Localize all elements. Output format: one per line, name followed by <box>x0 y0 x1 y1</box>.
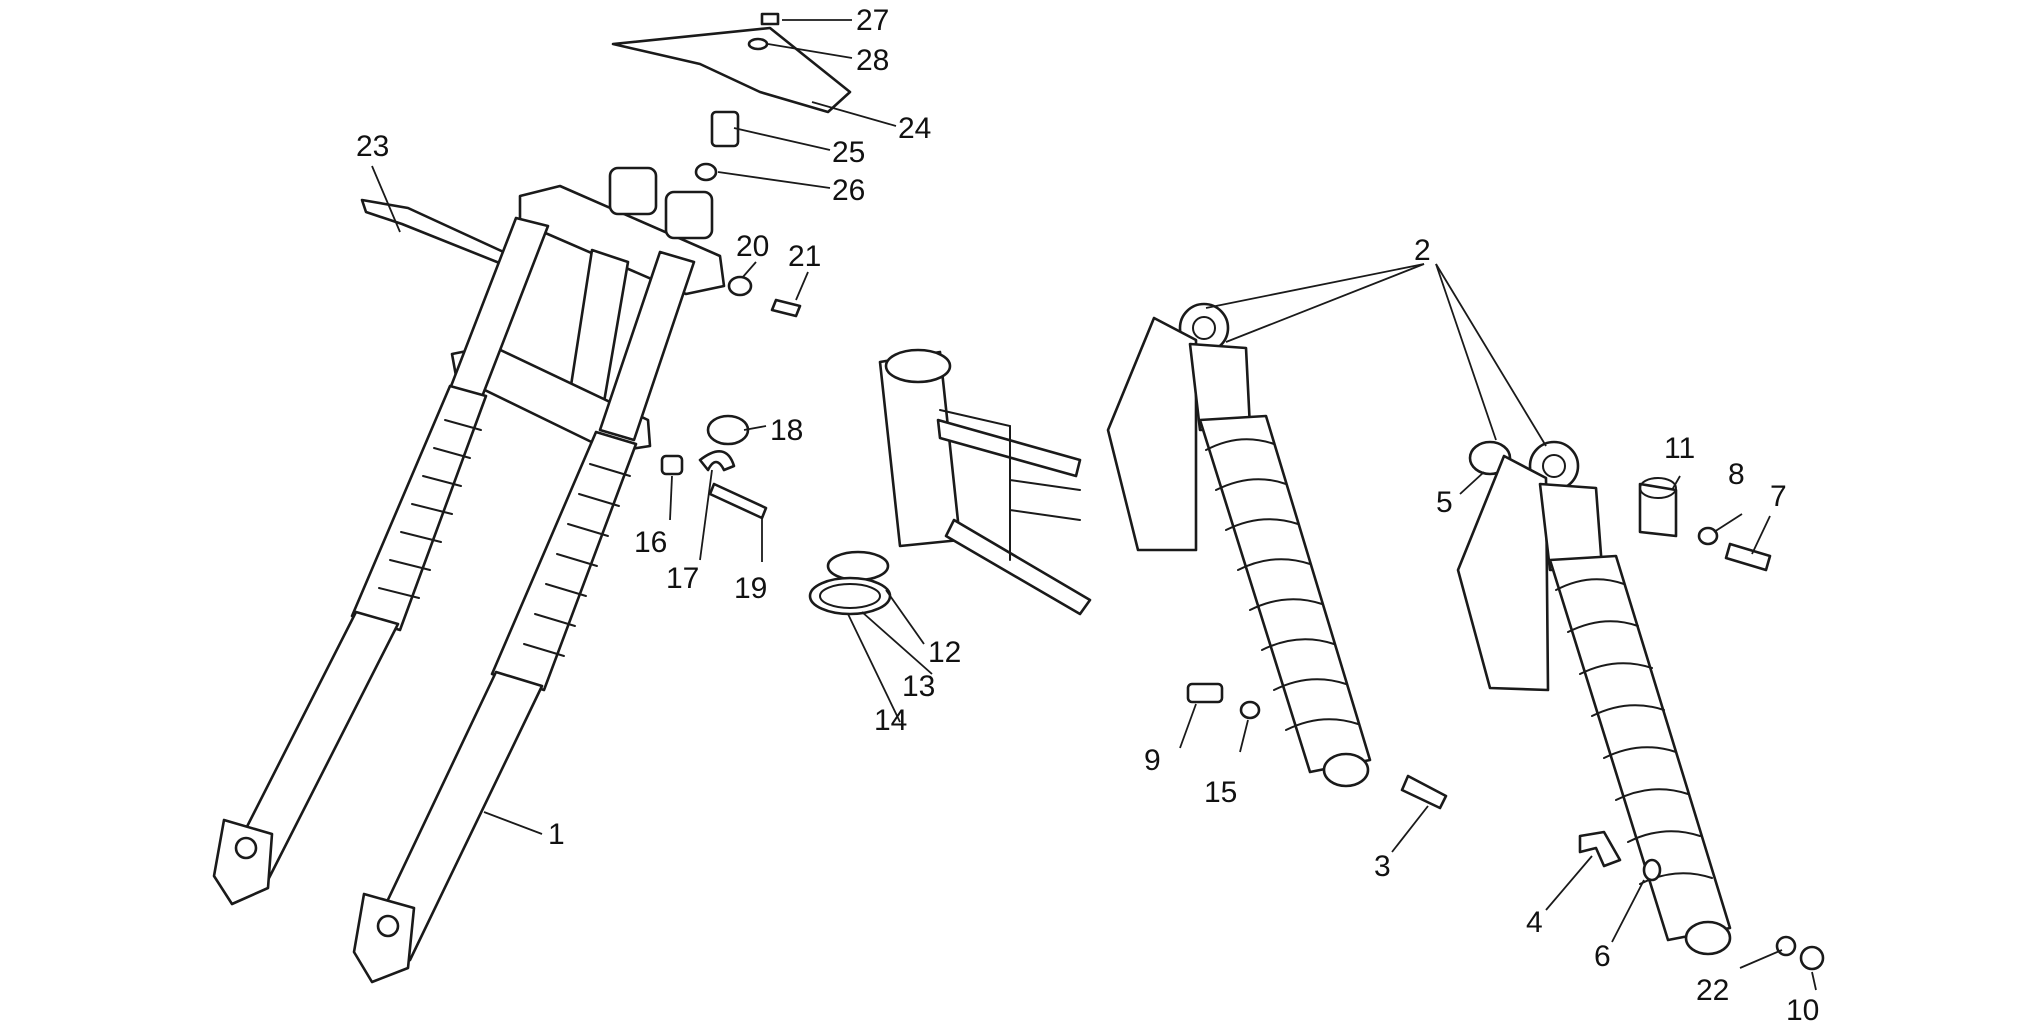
plate-bolt <box>760 12 780 26</box>
fork-leg-right <box>598 250 696 442</box>
callout-12: 12 <box>928 636 961 669</box>
callout-9: 9 <box>1144 744 1161 777</box>
callout-17: 17 <box>666 562 699 595</box>
callout-14: 14 <box>874 704 907 737</box>
plate-washer <box>747 37 769 51</box>
headstock-bearing <box>826 550 890 582</box>
callout-26: 26 <box>832 174 865 207</box>
callout-13: 13 <box>902 670 935 703</box>
callout-16: 16 <box>634 526 667 559</box>
callout-labels: 1 2 3 4 5 6 7 8 9 10 11 12 13 14 15 16 1… <box>356 4 1819 1026</box>
spring-coils-left <box>1205 438 1359 731</box>
shock-lower-stud <box>1578 830 1622 868</box>
shock-top-bolt <box>1724 542 1772 572</box>
fork-gaiter-left <box>350 384 488 632</box>
callout-22: 22 <box>1696 974 1729 1007</box>
callout-7: 7 <box>1770 480 1787 513</box>
fork-gaiter-right <box>490 430 638 692</box>
plate-nut <box>694 162 718 182</box>
rear-shock-left <box>1106 302 1448 810</box>
frame-gusset <box>939 409 1081 561</box>
callout-27: 27 <box>856 4 889 37</box>
leader-lines <box>371 19 1817 991</box>
steering-stop-bushing <box>660 454 684 476</box>
shock-lower-bolt <box>1400 774 1448 810</box>
callout-2: 2 <box>1414 234 1431 267</box>
callout-1: 1 <box>548 818 565 851</box>
handlebar-clamp-left <box>608 166 658 216</box>
fork-dropout-left <box>212 818 274 906</box>
fork-bracket <box>360 198 510 266</box>
shock-lower-washer <box>1642 858 1662 882</box>
callout-15: 15 <box>1204 776 1237 809</box>
callout-3: 3 <box>1374 850 1391 883</box>
spring-coils-right <box>1555 578 1713 885</box>
rear-shock-right <box>1456 440 1825 971</box>
shock-mount-washer <box>1239 700 1261 720</box>
pinch-nut <box>727 275 753 297</box>
shock-bottom-eye <box>1322 752 1370 788</box>
callout-21: 21 <box>788 240 821 273</box>
steering-stop-clip <box>698 450 736 472</box>
handlebar-clamp-right <box>664 190 714 240</box>
callout-28: 28 <box>856 44 889 77</box>
callout-10: 10 <box>1786 994 1819 1026</box>
front-fork-assembly <box>212 12 852 984</box>
callout-19: 19 <box>734 572 767 605</box>
gaiter-ribs-left <box>378 419 482 599</box>
steering-head-assembly <box>808 348 1092 616</box>
callout-20: 20 <box>736 230 769 263</box>
number-plate <box>611 26 852 114</box>
shock-top-washer <box>1697 526 1719 546</box>
shock-bushing <box>1638 482 1678 538</box>
gaiter-ribs-right <box>523 463 631 657</box>
callout-8: 8 <box>1728 458 1745 491</box>
callout-11: 11 <box>1664 432 1695 465</box>
callout-25: 25 <box>832 136 865 169</box>
shock-lower-washer-2 <box>1775 935 1797 957</box>
callout-5: 5 <box>1436 486 1453 519</box>
shock-spring <box>1198 414 1372 774</box>
fork-dropout-right <box>352 892 416 984</box>
shock-mount-bolt <box>1186 682 1224 704</box>
frame-tube-lower <box>944 518 1092 616</box>
shock-reservoir <box>1456 454 1550 692</box>
callout-18: 18 <box>770 414 803 447</box>
pinch-bolt <box>770 298 802 318</box>
shock-reservoir <box>1106 316 1198 552</box>
callout-6: 6 <box>1594 940 1611 973</box>
plate-spacer <box>710 110 740 148</box>
steering-stop-bolt <box>708 482 768 520</box>
headstock-top-cup <box>884 348 952 384</box>
callout-23: 23 <box>356 130 389 163</box>
shock-bottom-eye <box>1684 920 1732 956</box>
callout-4: 4 <box>1526 906 1543 939</box>
callout-24: 24 <box>898 112 931 145</box>
shock-lower-nut <box>1799 945 1825 971</box>
steering-stop-spring <box>706 414 750 446</box>
